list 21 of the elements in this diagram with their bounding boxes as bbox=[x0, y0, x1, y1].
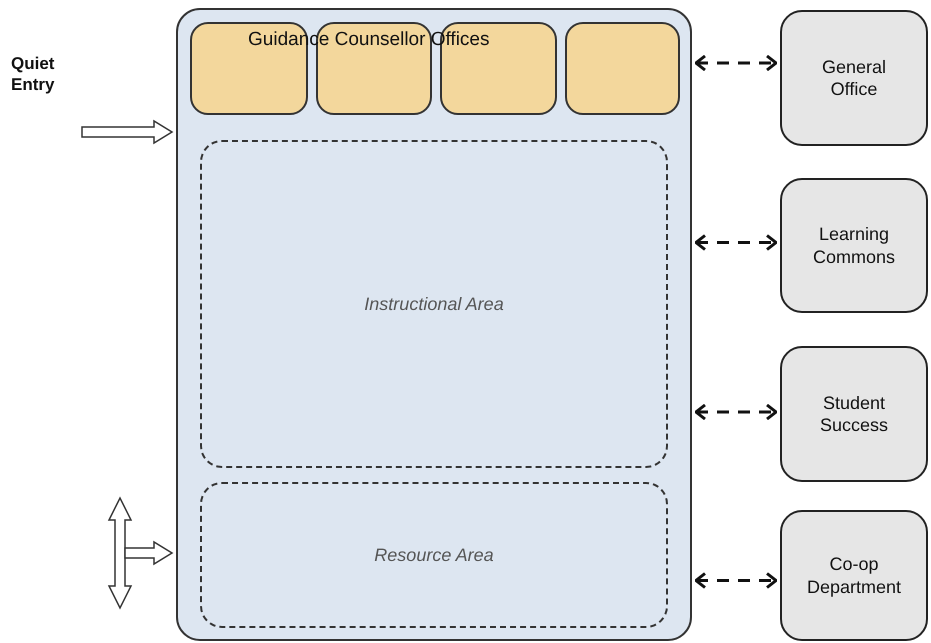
room-label: General Office bbox=[820, 56, 888, 100]
room-box bbox=[780, 510, 928, 641]
room-label: Learning Commons bbox=[812, 223, 896, 268]
office-box bbox=[565, 22, 680, 115]
area-box bbox=[200, 140, 668, 468]
arrow bbox=[694, 54, 778, 72]
area-label: Resource Area bbox=[374, 544, 494, 566]
room-box bbox=[780, 178, 928, 313]
arrow bbox=[694, 234, 778, 251]
area-box bbox=[200, 482, 668, 628]
arrow bbox=[124, 540, 174, 566]
room-box bbox=[176, 8, 692, 641]
arrow bbox=[694, 572, 778, 589]
arrow bbox=[81, 120, 174, 144]
area-label: Instructional Area bbox=[364, 292, 504, 316]
room-box bbox=[780, 10, 928, 146]
room-box bbox=[780, 346, 928, 482]
arrow bbox=[694, 404, 778, 420]
room-label: Co-op Department bbox=[806, 553, 902, 598]
entry-label: Quiet Entry bbox=[11, 52, 56, 96]
room-label: Student Success bbox=[818, 392, 890, 436]
